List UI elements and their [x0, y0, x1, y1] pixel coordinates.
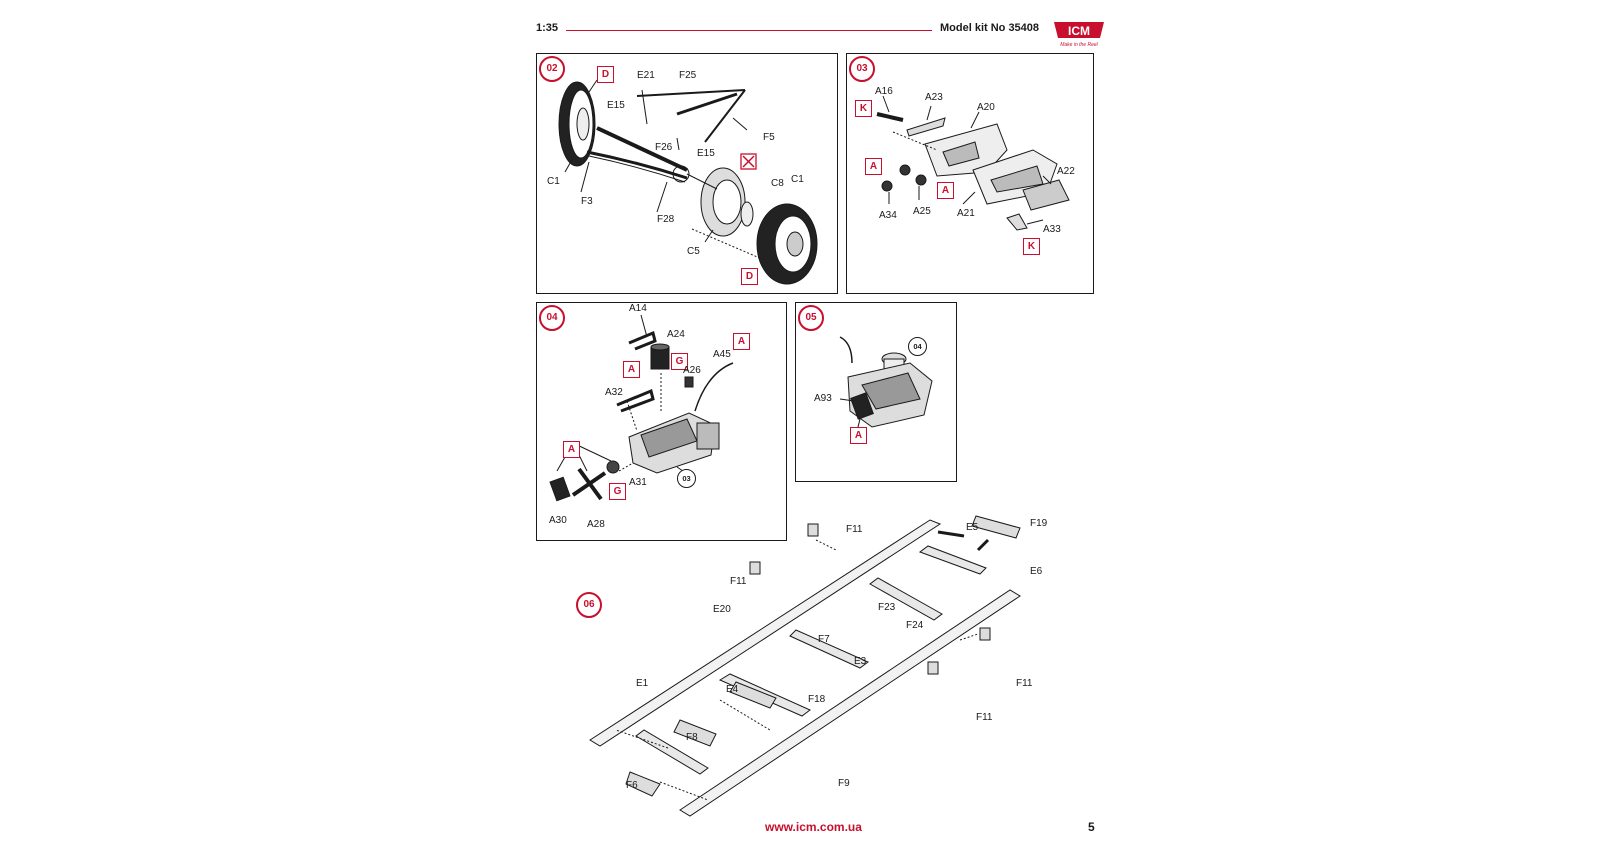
part-label: F9	[838, 778, 850, 789]
step-05-drawing	[839, 336, 933, 428]
part-label: E21	[637, 70, 655, 81]
step-04-panel: 04 A14 A24 A A G A26 A45 A32 A G A31 03 …	[536, 302, 787, 541]
part-label: A26	[683, 365, 701, 376]
part-label: A30	[549, 515, 567, 526]
step-06-chassis-drawing	[589, 515, 1021, 817]
part-label: A24	[667, 329, 685, 340]
part-label: F11	[976, 712, 993, 723]
step-02-drawing	[558, 79, 818, 285]
part-label: A93	[814, 393, 832, 404]
paint-reference-tag-icon: K	[855, 100, 872, 117]
part-label: F11	[730, 576, 747, 587]
part-label: F18	[808, 694, 826, 705]
step-06-badge: 06	[576, 592, 602, 618]
part-label: E15	[697, 148, 715, 159]
step-05-badge: 05	[798, 305, 824, 331]
paint-reference-tag-icon: D	[741, 268, 758, 285]
part-label: F28	[657, 214, 675, 225]
paint-reference-tag-icon: A	[937, 182, 954, 199]
svg-text:Make in the Reel: Make in the Reel	[1060, 42, 1098, 48]
step-04-badge: 04	[539, 305, 565, 331]
header-rule	[566, 30, 932, 31]
part-label: C5	[687, 246, 700, 257]
part-label: E5	[966, 522, 979, 533]
part-label: F8	[686, 732, 698, 743]
part-label: E1	[636, 678, 649, 689]
part-label: F11	[846, 524, 863, 535]
part-label: A32	[605, 387, 623, 398]
part-label: A25	[913, 206, 931, 217]
step-05-panel: 05 04 A93 A	[795, 302, 957, 482]
part-label: F7	[818, 634, 830, 645]
part-label: A20	[977, 102, 995, 113]
scale-label: 1:35	[536, 22, 559, 34]
svg-text:ICM: ICM	[1068, 24, 1090, 38]
part-label: A14	[629, 303, 647, 314]
paint-reference-tag-icon: A	[733, 333, 750, 350]
part-label: A21	[957, 208, 975, 219]
part-label: C8	[771, 178, 784, 189]
step-02-panel: 02 D E21 F25 E15 F5 F26 E15 C8 C1 C1 F3 …	[536, 53, 838, 294]
part-label: A45	[713, 349, 731, 360]
optional-part-cross-icon	[740, 153, 757, 170]
part-label: E4	[726, 684, 739, 695]
part-label: F24	[906, 620, 924, 631]
part-label: F26	[655, 142, 673, 153]
part-label: F19	[1030, 518, 1048, 529]
part-label: A22	[1057, 166, 1075, 177]
part-label: A16	[875, 86, 893, 97]
part-label: C1	[547, 176, 560, 187]
part-label: F3	[581, 196, 593, 207]
paint-reference-tag-icon: A	[850, 427, 867, 444]
step-03-badge: 03	[849, 56, 875, 82]
part-label: F11	[1016, 678, 1033, 689]
paint-reference-tag-icon: D	[597, 66, 614, 83]
paint-reference-tag-icon: A	[623, 361, 640, 378]
part-label: F5	[763, 132, 775, 143]
part-label: A31	[629, 477, 647, 488]
part-label: E20	[713, 604, 731, 615]
paint-reference-tag-icon: A	[865, 158, 882, 175]
part-label: E3	[854, 656, 867, 667]
step-reference-icon: 03	[677, 469, 696, 488]
step-reference-icon: 04	[908, 337, 927, 356]
part-label: F25	[679, 70, 697, 81]
icm-logo-icon: ICM Make in the Reel	[1054, 22, 1104, 48]
part-label: F6	[626, 780, 638, 791]
footer-url[interactable]: www.icm.com.ua	[765, 820, 862, 834]
page-number: 5	[1088, 820, 1095, 834]
step-04-drawing	[549, 314, 734, 502]
paint-reference-tag-icon: G	[671, 353, 688, 370]
part-label: E15	[607, 100, 625, 111]
paint-reference-tag-icon: K	[1023, 238, 1040, 255]
step-02-badge: 02	[539, 56, 565, 82]
paint-reference-tag-icon: A	[563, 441, 580, 458]
part-label: F23	[878, 602, 896, 613]
step-03-panel: 03 A16 A23 A20 K A A A22 A34 A25 A21 A33…	[846, 53, 1094, 294]
paint-reference-tag-icon: G	[609, 483, 626, 500]
part-label: A34	[879, 210, 897, 221]
part-label: A33	[1043, 224, 1061, 235]
part-label: A23	[925, 92, 943, 103]
part-label: A28	[587, 519, 605, 530]
part-label: C1	[791, 174, 804, 185]
kit-number: Model kit No 35408	[940, 22, 1040, 34]
step-03-drawing	[876, 95, 1070, 231]
part-label: E6	[1030, 566, 1043, 577]
